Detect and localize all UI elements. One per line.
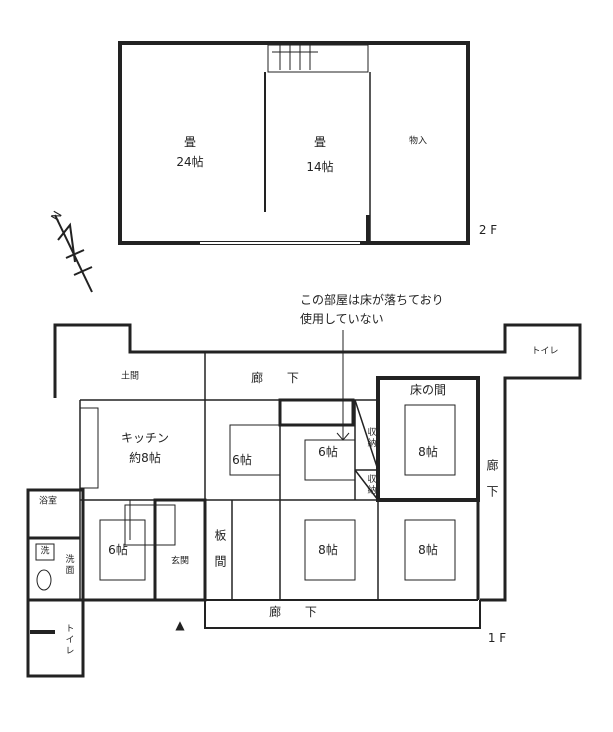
room-tokonoma: 床の間: [409, 383, 447, 397]
room-size: 14帖: [306, 160, 334, 174]
floor2-walls: [118, 41, 470, 245]
note-text: この部屋は床が落ちており: [300, 293, 444, 307]
room-corridor: 廊下: [485, 459, 499, 511]
room-size: 8帖: [418, 445, 438, 459]
room-storage: 収納: [365, 427, 376, 449]
room-size: 8帖: [418, 543, 438, 557]
room-corridor: 廊 下: [269, 605, 327, 619]
room-size: 6帖: [108, 543, 128, 557]
room-name: 畳: [313, 135, 327, 149]
room-size: 24帖: [176, 155, 204, 169]
room-size: 8帖: [318, 543, 338, 557]
room-size: 6帖: [232, 453, 252, 467]
north-arrow-icon: [54, 214, 93, 293]
floor-label: 2 F: [478, 223, 498, 237]
room-name: 畳: [183, 135, 197, 149]
room-name: 物入: [408, 136, 428, 147]
floor1-walls: [26, 323, 582, 678]
room-kitchen: キッチン: [120, 431, 170, 445]
washer-label: 洗: [40, 546, 50, 557]
room-doma: 土間: [120, 371, 140, 382]
tatami-lines: [99, 404, 456, 581]
room-itama: 板間: [213, 529, 227, 581]
room-toilet: トイレ: [531, 346, 559, 357]
floor-label: 1 F: [487, 631, 507, 645]
room-storage: 収納: [365, 474, 376, 496]
room-genkan: 玄関: [170, 556, 190, 567]
room-toilet: トイレ: [63, 623, 74, 657]
room-corridor: 廊 下: [251, 371, 309, 385]
room-size: 約8帖: [129, 451, 161, 465]
room-washroom: 洗面: [63, 554, 74, 576]
room-bath: 浴室: [38, 496, 58, 507]
room-size: 6帖: [318, 445, 338, 459]
note-text: 使用していない: [300, 312, 384, 326]
entrance-marker-icon: ▲: [175, 618, 185, 632]
